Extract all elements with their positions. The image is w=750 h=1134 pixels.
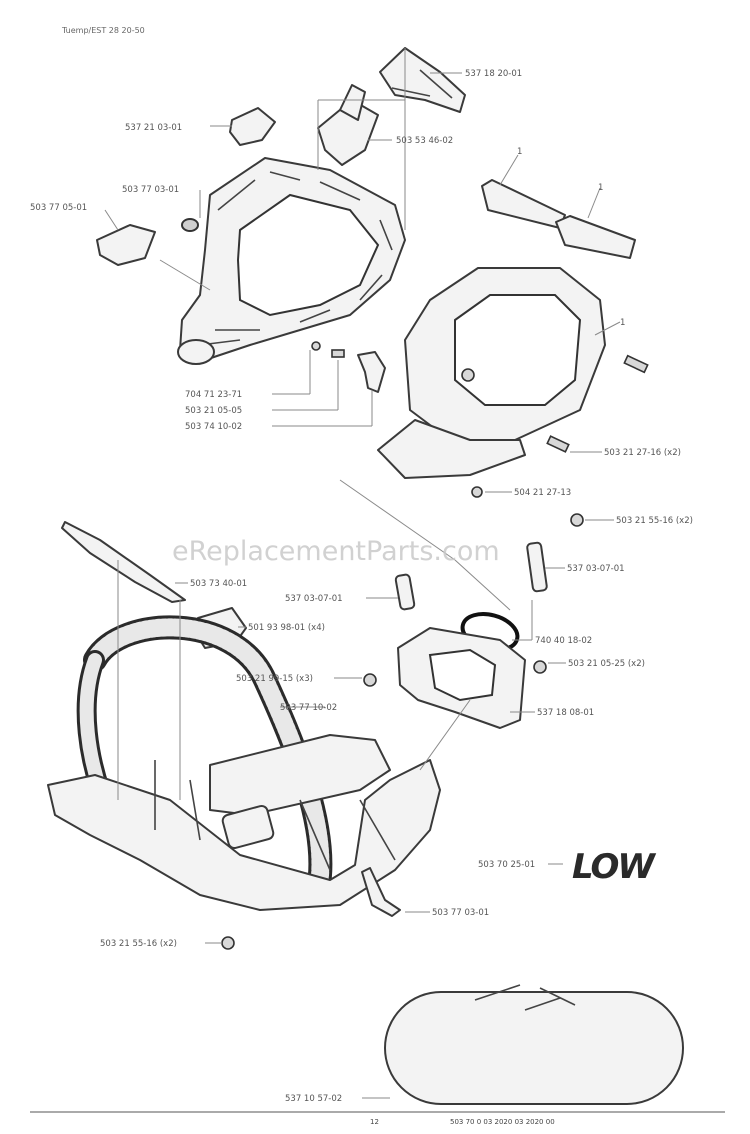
- intake-housing-port: [428, 648, 497, 702]
- footer-page: 12: [370, 1118, 379, 1126]
- label-part-26: 503 21 55-16 (x2): [100, 939, 177, 949]
- label-part-22: 503 77 10-02: [280, 703, 337, 713]
- label-part-23: 537 18 08-01: [537, 708, 594, 718]
- label-part-25: 503 77 03-01: [432, 908, 489, 918]
- cover-screw-bottom: [546, 435, 570, 453]
- screw: [331, 349, 345, 358]
- top-assembly: [96, 47, 649, 498]
- tool-bag-outline: [384, 991, 684, 1105]
- deflector-tab: [339, 84, 366, 121]
- footer-code: 503 70 0 03 2020 03 2020 00: [450, 1118, 555, 1126]
- label-part-11: 1: [620, 318, 625, 328]
- watermark-text: eReplacementParts.com: [172, 536, 500, 567]
- cover-bolt: [461, 368, 475, 382]
- label-part-13: 504 21 27-13: [514, 488, 571, 498]
- bracket-small: [357, 351, 386, 393]
- cover-washer: [471, 486, 483, 498]
- spring-left: [394, 573, 416, 611]
- header-reference: Tuemp/EST 28 20-50: [61, 26, 145, 35]
- tube-end: [177, 339, 215, 365]
- label-part-05: 503 77 05-01: [30, 203, 87, 213]
- label-part-10: 503 74 10-02: [185, 422, 242, 432]
- label-part-15: 537 03-07-01: [567, 564, 625, 574]
- spring-plate: [61, 521, 186, 603]
- part-labels: 537 18 20-01 537 21 03-01 503 53 46-02 5…: [30, 69, 693, 1104]
- handle-frame-ribs: [199, 171, 393, 346]
- label-part-14: 503 21 55-16 (x2): [616, 516, 693, 526]
- label-part-04: 503 77 03-01: [122, 185, 179, 195]
- label-part-07: 1: [598, 183, 603, 193]
- cover-flange: [377, 419, 526, 479]
- label-part-01: 537 18 20-01: [465, 69, 522, 79]
- base-plate: [47, 759, 441, 911]
- left-screw-head: [363, 673, 377, 687]
- top-screw-head: [570, 513, 584, 527]
- spring-right: [526, 541, 548, 593]
- handlebar-grip: [86, 618, 330, 899]
- label-part-03: 503 53 46-02: [396, 136, 453, 146]
- grommet: [181, 218, 199, 232]
- label-part-19: 503 21 99-15 (x3): [236, 674, 313, 684]
- label-part-24: 503 70 25-01: [478, 860, 535, 870]
- label-part-09: 503 21 05-05: [185, 406, 242, 416]
- label-part-18: 501 93 98-01 (x4): [248, 623, 325, 633]
- left-small-part: [96, 224, 156, 266]
- washer: [311, 341, 321, 351]
- handle-frame-opening: [236, 193, 380, 317]
- top-bracket-part: [379, 47, 466, 113]
- lower-assembly: [47, 513, 584, 950]
- label-part-20: 740 40 18-02: [535, 636, 592, 646]
- label-part-08: 704 71 23-71: [185, 390, 242, 400]
- base-plate-ribs: [154, 760, 396, 871]
- right-screw-head: [533, 660, 547, 674]
- label-part-17: 537 03-07-01: [285, 594, 343, 604]
- strip-part-b: [555, 215, 636, 259]
- tool-bag-tools: [474, 984, 576, 1011]
- label-part-06: 1: [517, 147, 522, 157]
- label-part-27: 537 10 57-02: [285, 1094, 342, 1104]
- top-bracket-ribs: [391, 69, 453, 99]
- label-part-02: 537 21 03-01: [125, 123, 182, 133]
- label-part-21: 503 21 05-25 (x2): [568, 659, 645, 669]
- cover-opening: [454, 294, 582, 406]
- small-clip-part: [229, 107, 276, 146]
- leader-lines: [104, 48, 621, 1099]
- strip-part-a: [481, 179, 566, 229]
- lower-clip: [361, 867, 401, 917]
- tool-bag: [384, 984, 684, 1105]
- lower-buffer: [221, 804, 275, 850]
- cover-screw-right: [623, 354, 649, 374]
- crossbar-bracket: [209, 734, 391, 816]
- label-part-12: 503 21 27-16 (x2): [604, 448, 681, 458]
- decal-logo: LOW: [572, 847, 656, 887]
- label-part-16: 503 73 40-01: [190, 579, 247, 589]
- bottom-screw-head: [221, 936, 235, 950]
